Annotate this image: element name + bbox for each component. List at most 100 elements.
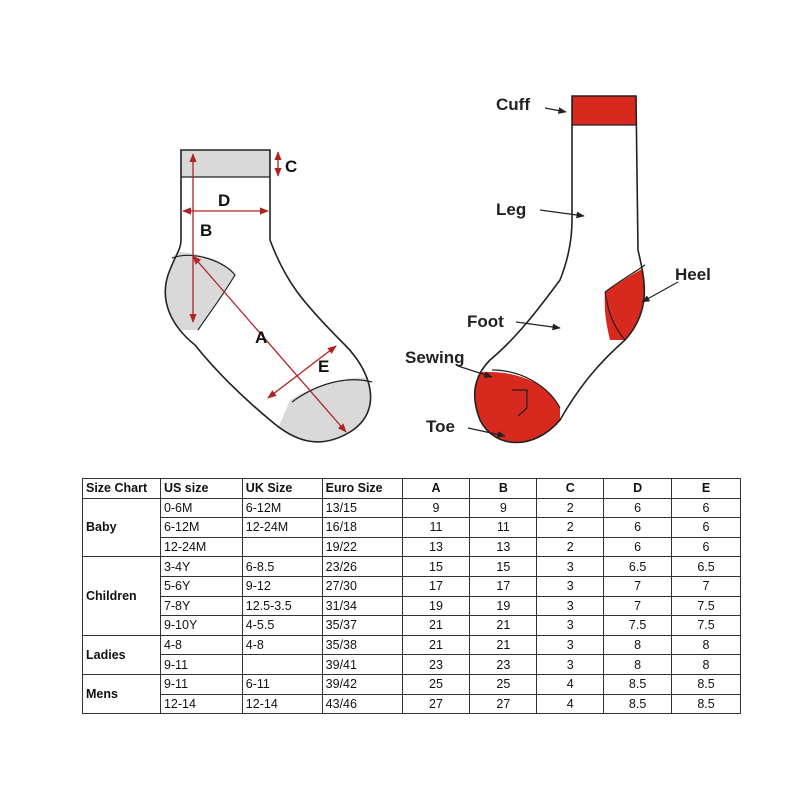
heel-label: Heel bbox=[675, 265, 711, 284]
table-cell: 35/37 bbox=[321, 615, 403, 636]
table-cell: 6 bbox=[603, 517, 673, 538]
sock-diagrams: C D B A E Cuff Leg Heel Foot Sewing Toe bbox=[164, 95, 711, 444]
table-cell: 12-24M bbox=[159, 536, 243, 558]
table-cell: 8.5 bbox=[671, 673, 741, 695]
dimension-e-label: E bbox=[318, 357, 329, 376]
table-cell: 6.5 bbox=[671, 556, 741, 577]
anatomy-sock: Cuff Leg Heel Foot Sewing Toe bbox=[405, 95, 711, 444]
dimension-b-label: B bbox=[200, 221, 212, 240]
table-cell: 12-24M bbox=[241, 517, 323, 538]
table-cell: 35/38 bbox=[321, 634, 403, 656]
table-cell: 6-8.5 bbox=[241, 556, 323, 577]
table-cell: 19 bbox=[469, 595, 538, 617]
size-group-label: Children bbox=[82, 556, 161, 636]
column-header: Size Chart bbox=[82, 478, 161, 499]
column-header: B bbox=[469, 478, 538, 499]
table-cell: 8 bbox=[603, 634, 673, 656]
table-cell: 9-11 bbox=[159, 673, 243, 695]
table-cell: 3 bbox=[536, 654, 605, 675]
table-cell bbox=[241, 536, 323, 558]
table-cell: 3 bbox=[536, 634, 605, 656]
dimension-d-label: D bbox=[218, 191, 230, 210]
table-cell: 7.5 bbox=[671, 595, 741, 617]
table-cell: 27 bbox=[401, 693, 471, 715]
table-cell: 7.5 bbox=[671, 615, 741, 636]
table-cell: 17 bbox=[401, 575, 471, 597]
table-cell: 2 bbox=[536, 497, 605, 519]
table-cell: 5-6Y bbox=[159, 575, 243, 597]
table-cell: 43/46 bbox=[321, 693, 403, 715]
sewing-label: Sewing bbox=[405, 348, 465, 367]
table-cell: 19 bbox=[401, 595, 471, 617]
table-cell: 15 bbox=[469, 556, 538, 577]
leg-label: Leg bbox=[496, 200, 526, 219]
table-cell: 21 bbox=[401, 615, 471, 636]
column-header: US size bbox=[159, 478, 243, 499]
table-cell: 39/41 bbox=[321, 654, 403, 675]
table-cell: 6 bbox=[603, 497, 673, 519]
table-cell: 27 bbox=[469, 693, 538, 715]
table-cell: 4 bbox=[536, 673, 605, 695]
table-cell: 12-14 bbox=[241, 693, 323, 715]
dimension-c-label: C bbox=[285, 157, 297, 176]
table-cell: 9-10Y bbox=[159, 615, 243, 636]
table-cell: 0-6M bbox=[159, 497, 243, 519]
foot-label: Foot bbox=[467, 312, 504, 331]
table-cell: 39/42 bbox=[321, 673, 403, 695]
table-cell: 6 bbox=[671, 536, 741, 558]
column-header: E bbox=[671, 478, 741, 499]
table-cell: 9-12 bbox=[241, 575, 323, 597]
table-cell: 7-8Y bbox=[159, 595, 243, 617]
table-cell: 31/34 bbox=[321, 595, 403, 617]
table-cell: 4-5.5 bbox=[241, 615, 323, 636]
column-header: UK Size bbox=[241, 478, 323, 499]
table-cell: 9-11 bbox=[159, 654, 243, 675]
table-cell: 6 bbox=[671, 517, 741, 538]
table-cell: 23/26 bbox=[321, 556, 403, 577]
size-group-label: Mens bbox=[82, 673, 161, 715]
table-cell: 8 bbox=[671, 634, 741, 656]
table-cell: 19/22 bbox=[321, 536, 403, 558]
table-cell: 8.5 bbox=[671, 693, 741, 715]
size-group-label: Ladies bbox=[82, 634, 161, 675]
table-cell: 6 bbox=[671, 497, 741, 519]
table-cell: 6-11 bbox=[241, 673, 323, 695]
toe-label: Toe bbox=[426, 417, 455, 436]
column-header: A bbox=[401, 478, 471, 499]
dimension-a-label: A bbox=[255, 328, 267, 347]
table-cell: 3-4Y bbox=[159, 556, 243, 577]
table-cell: 16/18 bbox=[321, 517, 403, 538]
table-cell: 21 bbox=[469, 615, 538, 636]
table-cell: 25 bbox=[401, 673, 471, 695]
table-cell: 9 bbox=[401, 497, 471, 519]
table-cell: 23 bbox=[401, 654, 471, 675]
table-cell: 3 bbox=[536, 556, 605, 577]
table-cell: 11 bbox=[401, 517, 471, 538]
table-cell: 6.5 bbox=[603, 556, 673, 577]
table-cell: 12-14 bbox=[159, 693, 243, 715]
table-cell: 9 bbox=[469, 497, 538, 519]
table-cell: 4-8 bbox=[159, 634, 243, 656]
table-cell: 7.5 bbox=[603, 615, 673, 636]
column-header: D bbox=[603, 478, 673, 499]
table-cell: 12.5-3.5 bbox=[241, 595, 323, 617]
table-cell: 8.5 bbox=[603, 693, 673, 715]
table-cell: 8 bbox=[603, 654, 673, 675]
table-cell: 6 bbox=[603, 536, 673, 558]
column-header: C bbox=[536, 478, 605, 499]
dimension-a-arrow bbox=[192, 255, 347, 433]
table-cell: 8 bbox=[671, 654, 741, 675]
table-cell: 23 bbox=[469, 654, 538, 675]
table-cell: 25 bbox=[469, 673, 538, 695]
table-cell: 3 bbox=[536, 615, 605, 636]
table-cell: 13 bbox=[401, 536, 471, 558]
